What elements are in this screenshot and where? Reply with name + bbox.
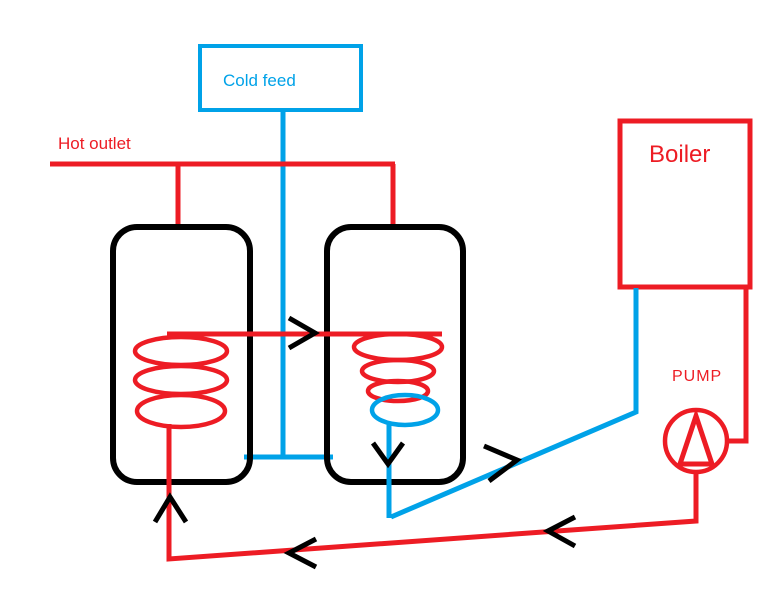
boiler-return-pipe — [386, 288, 639, 520]
flow-arrow-right-icon — [287, 315, 321, 351]
hot-outlet-pipe — [50, 161, 396, 229]
boiler-label: Boiler — [649, 141, 710, 168]
cold-feed-label: Cold feed — [223, 71, 296, 90]
boiler-box — [617, 118, 753, 290]
coil-turn — [359, 357, 437, 385]
flow-arrow-up-icon — [152, 492, 189, 524]
pump-label: PUMP — [672, 368, 722, 385]
coil-turn — [132, 363, 230, 397]
cylinder-right — [324, 224, 466, 485]
flow-arrow-left-2-icon — [283, 536, 318, 570]
coil-turn — [134, 392, 228, 430]
coil-turn — [365, 378, 431, 404]
hot-outlet-label: Hot outlet — [58, 134, 131, 153]
flow-arrow-to-boiler-icon — [483, 443, 522, 483]
coil-turn — [132, 334, 230, 368]
pump-impeller-icon — [676, 408, 716, 467]
cylinder-left — [110, 224, 253, 485]
pump-return-pipe — [166, 424, 699, 562]
flow-arrow-left-1-icon — [542, 514, 577, 549]
flow-arrow-down-icon — [370, 441, 406, 469]
boiler-feed-pipe — [727, 288, 749, 444]
heating-coil-left — [132, 334, 230, 430]
coil-turn — [351, 331, 445, 363]
heating-coil-right — [351, 331, 445, 428]
coil-cold-end — [369, 392, 441, 428]
